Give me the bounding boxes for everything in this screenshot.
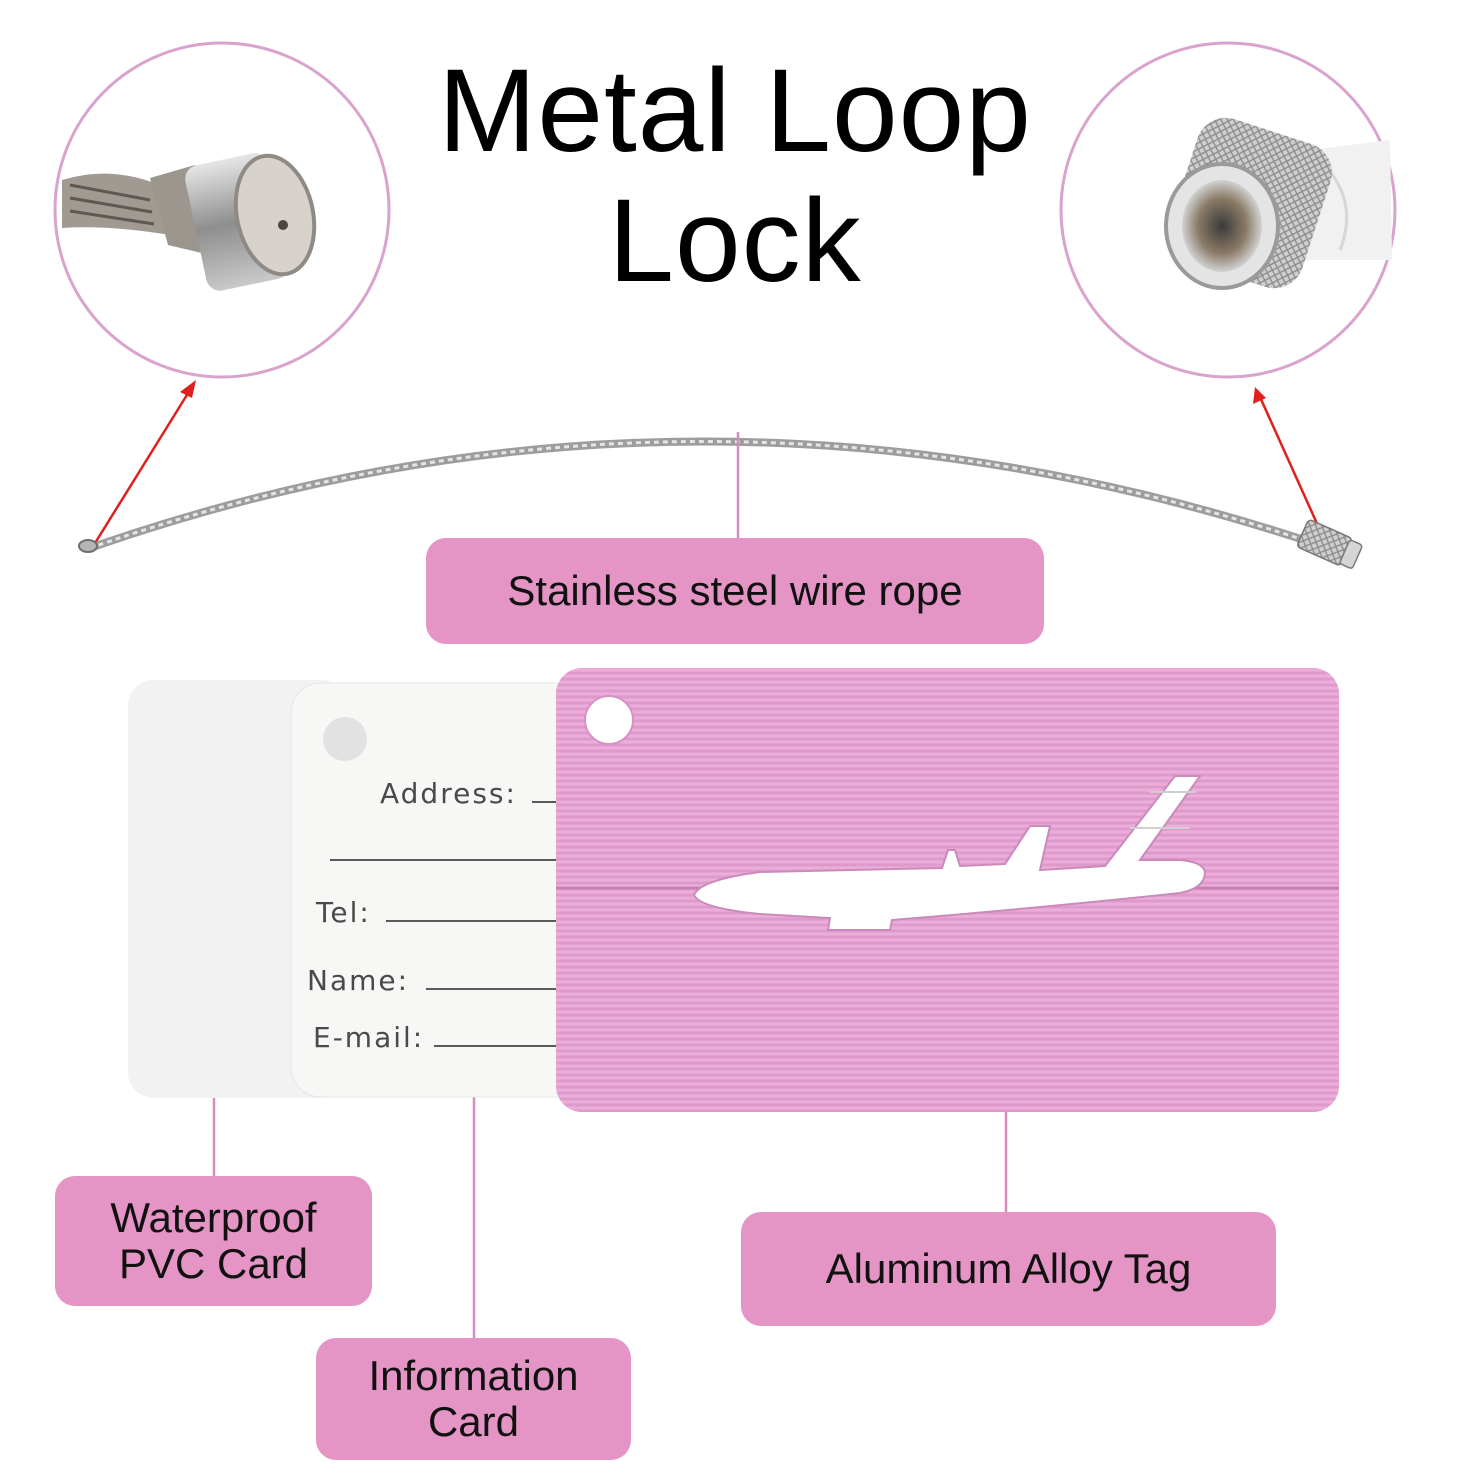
callout-pvc-card-line-1: Waterproof [110, 1194, 317, 1241]
info-card-address-label: Address: [380, 777, 517, 810]
title-line-2: Lock [608, 175, 862, 307]
callout-aluminum-tag-label: Aluminum Alloy Tag [825, 1245, 1192, 1292]
callout-wire-rope-label: Stainless steel wire rope [507, 567, 963, 614]
right-zoom-circle [1059, 41, 1397, 379]
aluminum-tag [556, 668, 1339, 1112]
info-card-tel-label: Tel: [315, 896, 371, 929]
title-line-1: Metal Loop [438, 45, 1032, 177]
callout-information-card: Information Card [316, 1338, 631, 1460]
info-card-email-label: E-mail: [313, 1021, 424, 1054]
left-zoom-circle [53, 41, 391, 379]
callout-info-card-line-2: Card [427, 1398, 520, 1445]
callout-info-card-line-1: Information [368, 1352, 579, 1399]
arrow-left [90, 380, 196, 549]
airplane-icon [692, 775, 1207, 931]
screw-end-icon [62, 153, 317, 291]
callout-wire-rope: Stainless steel wire rope [426, 538, 1044, 644]
information-card: Address: Tel: Name: E-mail: [290, 682, 592, 1098]
wire-rope [78, 437, 1363, 569]
info-card-name-label: Name: [307, 964, 409, 997]
callout-pvc-card: Waterproof PVC Card [55, 1176, 372, 1306]
nut-end-icon [1164, 117, 1392, 290]
callout-pvc-card-line-2: PVC Card [118, 1240, 309, 1287]
callout-aluminum-tag: Aluminum Alloy Tag [741, 1212, 1276, 1326]
